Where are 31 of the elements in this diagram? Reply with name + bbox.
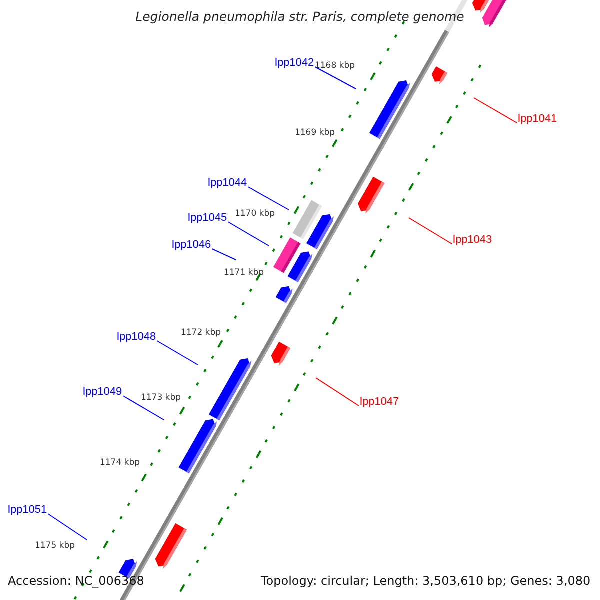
position-label: 1169 kbp bbox=[294, 128, 336, 138]
diagram-title: Legionella pneumophila str. Paris, complete genome bbox=[136, 9, 464, 24]
leader-line bbox=[48, 514, 88, 540]
gene-label: lpp1051 bbox=[8, 504, 48, 517]
leader-line bbox=[228, 222, 270, 246]
position-label: 1168 kbp bbox=[314, 61, 356, 71]
leader-line bbox=[248, 186, 290, 210]
gene-label: lpp1049 bbox=[83, 386, 122, 399]
leader-line bbox=[408, 218, 452, 244]
leader-line bbox=[212, 248, 236, 260]
leader-line bbox=[314, 66, 356, 90]
position-label: 1170 kbp bbox=[234, 209, 276, 219]
leader-line bbox=[474, 98, 518, 124]
gene-label: lpp1047 bbox=[360, 396, 400, 409]
genome-info: Accession: NC_006368 bbox=[8, 574, 144, 588]
position-label: 1173 kbp bbox=[140, 393, 182, 403]
genome-info: Topology: circular; Length: 3,503,610 bp; Genes: 3,080 bbox=[261, 574, 591, 588]
gene-label: lpp1046 bbox=[172, 239, 212, 252]
leader-line bbox=[122, 396, 164, 420]
gene-label: lpp1048 bbox=[117, 331, 156, 344]
gene-label: lpp1044 bbox=[208, 177, 248, 190]
position-label: 1172 kbp bbox=[180, 328, 222, 338]
position-label: 1175 kbp bbox=[34, 541, 76, 551]
position-label: 1174 kbp bbox=[100, 458, 140, 468]
position-label: 1171 kbp bbox=[224, 268, 264, 278]
leader-line bbox=[316, 378, 360, 406]
gene-label: lpp1041 bbox=[518, 113, 558, 126]
gene-label: lpp1043 bbox=[453, 234, 492, 247]
gene-label: lpp1045 bbox=[188, 212, 228, 225]
leader-line bbox=[156, 340, 198, 366]
gene-label: lpp1042 bbox=[275, 57, 314, 70]
